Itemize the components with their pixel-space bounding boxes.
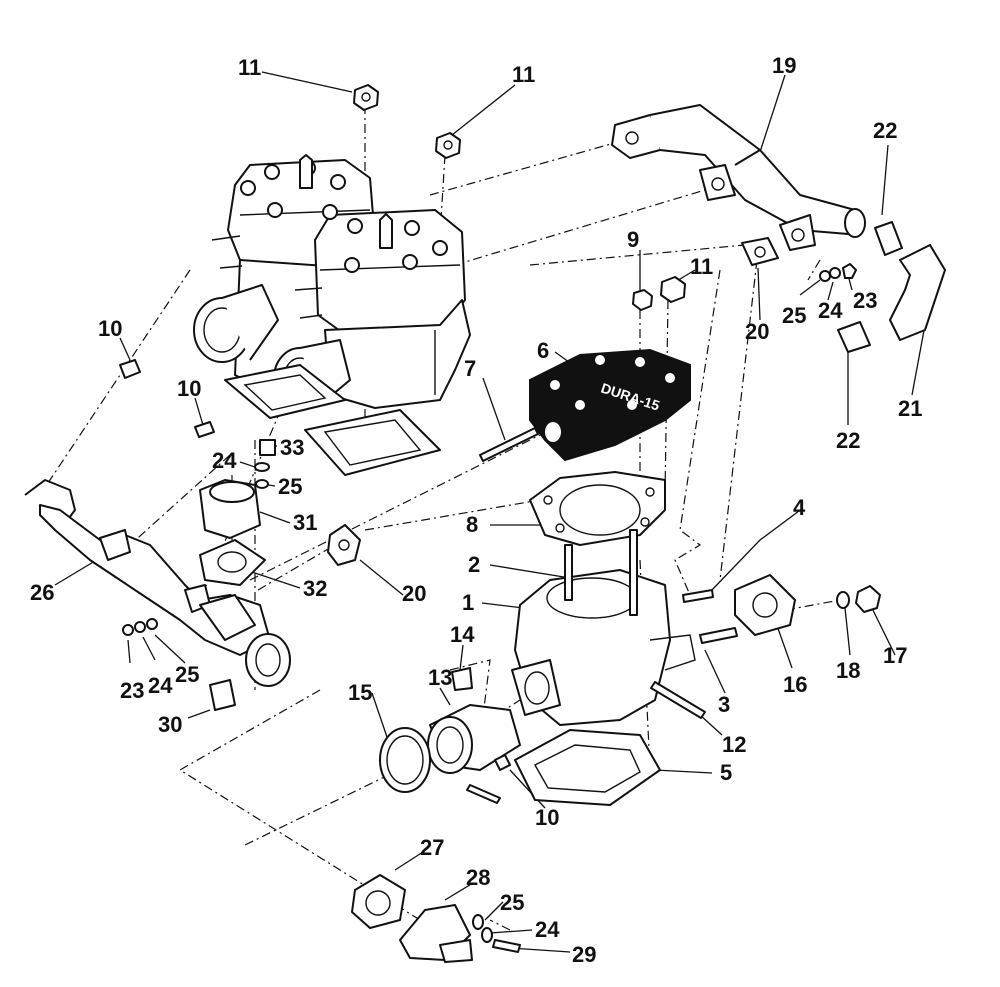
studs — [650, 589, 738, 719]
cylinder-block — [511, 529, 696, 726]
screw-14 — [451, 667, 473, 691]
callout-19: 19 — [772, 53, 796, 78]
callout-11-b: 11 — [512, 62, 535, 87]
callout-14: 14 — [450, 622, 475, 647]
callout-20-b: 20 — [402, 581, 426, 606]
callout-23-b: 23 — [120, 678, 144, 703]
callout-24-b: 24 — [212, 448, 237, 473]
callout-2: 2 — [468, 552, 480, 577]
gasket-20-upper — [741, 237, 779, 266]
exhaust-manifold — [611, 104, 866, 251]
stud-7 — [479, 427, 539, 462]
callout-24-d: 24 — [535, 917, 560, 942]
callout-12: 12 — [722, 732, 746, 757]
callout-24-c: 24 — [148, 673, 173, 698]
callout-15: 15 — [348, 680, 372, 705]
leader-lines — [54, 71, 926, 953]
callout-8: 8 — [466, 512, 478, 537]
callout-30: 30 — [158, 712, 182, 737]
callout-23-a: 23 — [853, 288, 877, 313]
callout-6: 6 — [537, 338, 549, 363]
intake-boot-and-clamp — [379, 704, 521, 804]
callout-22-b: 22 — [836, 428, 860, 453]
callout-13: 13 — [428, 665, 452, 690]
callout-32: 32 — [303, 576, 327, 601]
callout-20-a: 20 — [745, 319, 769, 344]
callout-31: 31 — [293, 510, 317, 535]
cylinder-head: DURA-15 — [529, 348, 691, 462]
gasket-20-lower — [327, 524, 361, 566]
callout-5: 5 — [720, 760, 732, 785]
assembled-engine — [193, 154, 471, 476]
callout-27: 27 — [420, 835, 444, 860]
callout-22-a: 22 — [873, 118, 897, 143]
cylinder-head-nuts — [353, 84, 686, 311]
callout-11-c: 11 — [690, 254, 713, 279]
callout-17: 17 — [883, 643, 907, 668]
callout-25-d: 25 — [500, 890, 524, 915]
callout-1: 1 — [462, 590, 474, 615]
exhaust-gasket-and-hardware — [734, 574, 881, 636]
callout-7: 7 — [464, 356, 476, 381]
thermostat-housing — [199, 479, 266, 586]
base-gasket — [514, 729, 661, 806]
callout-25-a: 25 — [782, 303, 806, 328]
callout-25-c: 25 — [175, 662, 199, 687]
callout-9: 9 — [627, 227, 639, 252]
callout-11-a: 11 — [238, 55, 261, 80]
callout-28: 28 — [466, 865, 490, 890]
screws-10 — [119, 359, 215, 438]
callout-labels: 11 11 19 22 9 11 10 6 25 24 23 20 21 22 … — [30, 53, 922, 967]
callout-24-a: 24 — [818, 298, 843, 323]
callout-4: 4 — [793, 495, 806, 520]
callout-10-a: 10 — [98, 316, 122, 341]
head-gasket — [529, 471, 666, 546]
callout-29: 29 — [572, 942, 596, 967]
callout-25-b: 25 — [278, 474, 302, 499]
callout-26: 26 — [30, 580, 54, 605]
callout-21: 21 — [898, 396, 922, 421]
hose-and-clamps — [819, 221, 946, 353]
callout-18: 18 — [836, 658, 860, 683]
callout-16: 16 — [783, 672, 807, 697]
water-manifold — [24, 479, 291, 711]
callout-3: 3 — [718, 692, 730, 717]
callout-10-c: 10 — [535, 805, 559, 830]
outlet-and-hardware — [351, 874, 521, 963]
callout-33: 33 — [280, 435, 304, 460]
callout-10-b: 10 — [177, 376, 201, 401]
small-hardware-33 — [254, 439, 276, 489]
